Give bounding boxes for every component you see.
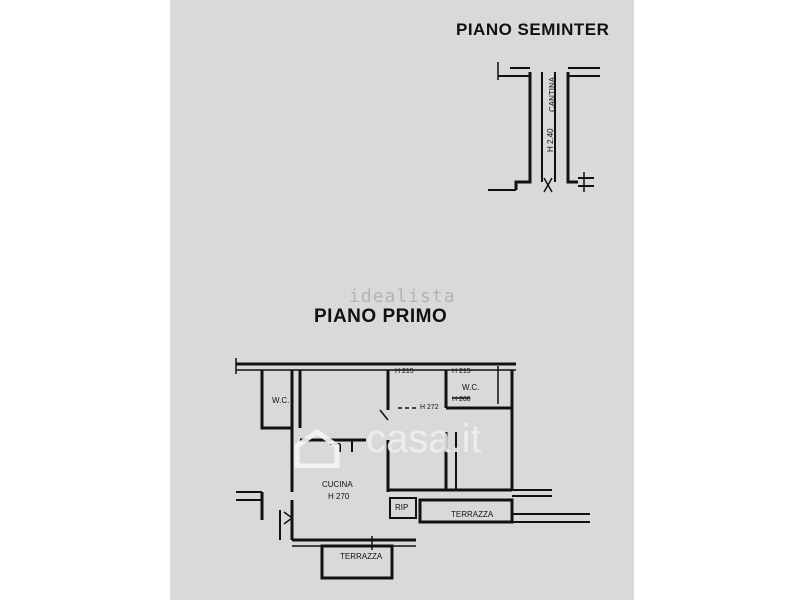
casa-watermark: casa.it [366, 417, 482, 461]
first-floor-walls [235, 358, 590, 580]
wc-left-label: W.C. [272, 396, 290, 405]
basement-walls [488, 62, 600, 193]
terrazza-right-label: TERRAZZA [451, 510, 494, 519]
cucina-height-label: H 270 [328, 492, 350, 501]
casa-house-logo-icon [294, 428, 340, 468]
height-272-label: H 272 [420, 404, 439, 411]
rip-label: RIP [395, 503, 409, 512]
terrazza-bottom-label: TERRAZZA [340, 552, 383, 561]
idealista-watermark: idealista [349, 286, 456, 307]
first-floor-title: PIANO PRIMO [314, 306, 448, 327]
cantina-label: CANTINA [548, 76, 557, 112]
cucina-label: CUCINA [322, 480, 353, 489]
basement-title: PIANO SEMINTER [456, 20, 610, 39]
wc-right-label: W.C. [462, 383, 480, 392]
height-215-a-label: H 215 [395, 368, 414, 375]
height-268-label: H 268 [452, 396, 471, 403]
height-215-b-label: H 215 [452, 368, 471, 375]
cantina-height-label: H 2.40 [546, 128, 555, 152]
